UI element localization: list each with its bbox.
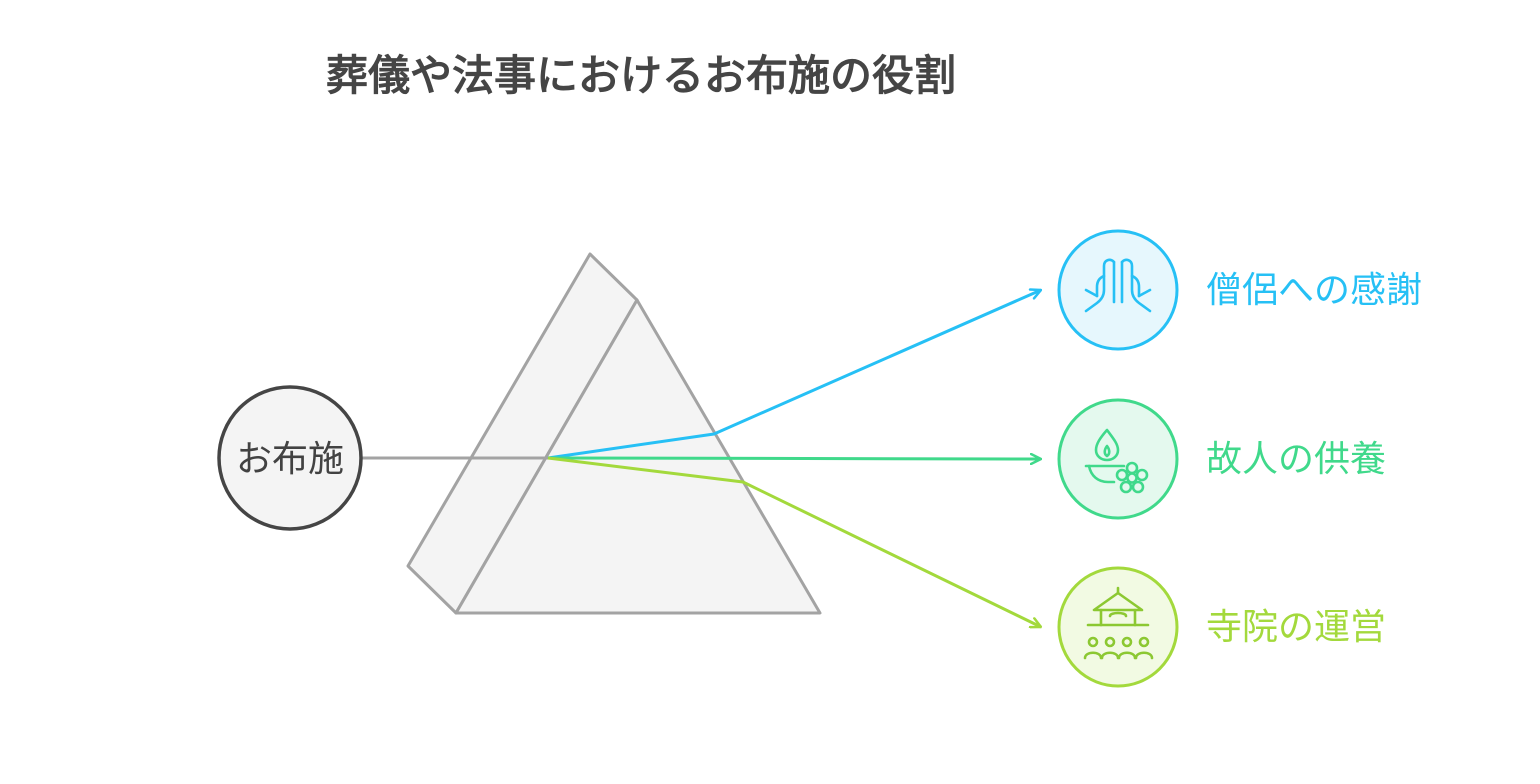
output-circle-memorial [1057, 398, 1179, 520]
output-label-temple: 寺院の運営 [1206, 607, 1386, 648]
output-node-memorial: 故人の供養 [1057, 398, 1386, 520]
incense-flower-icon [1084, 428, 1149, 494]
temple-community-icon [1083, 586, 1154, 660]
output-circle-temple [1057, 566, 1179, 688]
source-label: お布施 [236, 439, 344, 480]
output-label-gratitude: 僧侶への感謝 [1206, 270, 1422, 311]
ray-gratitude [547, 290, 1041, 460]
praying-hands-icon [1084, 258, 1152, 313]
output-node-gratitude: 僧侶への感謝 [1057, 229, 1422, 351]
output-circle-gratitude [1057, 229, 1179, 351]
prism [406, 252, 822, 615]
diagram-title: 葬儀や法事におけるお布施の役割 [326, 51, 956, 100]
ray-temple [547, 456, 1041, 627]
source-circle [217, 385, 363, 531]
ray-memorial [547, 458, 1041, 459]
output-node-temple: 寺院の運営 [1057, 566, 1386, 688]
output-label-memorial: 故人の供養 [1206, 439, 1386, 480]
source-node: お布施 [217, 385, 363, 531]
